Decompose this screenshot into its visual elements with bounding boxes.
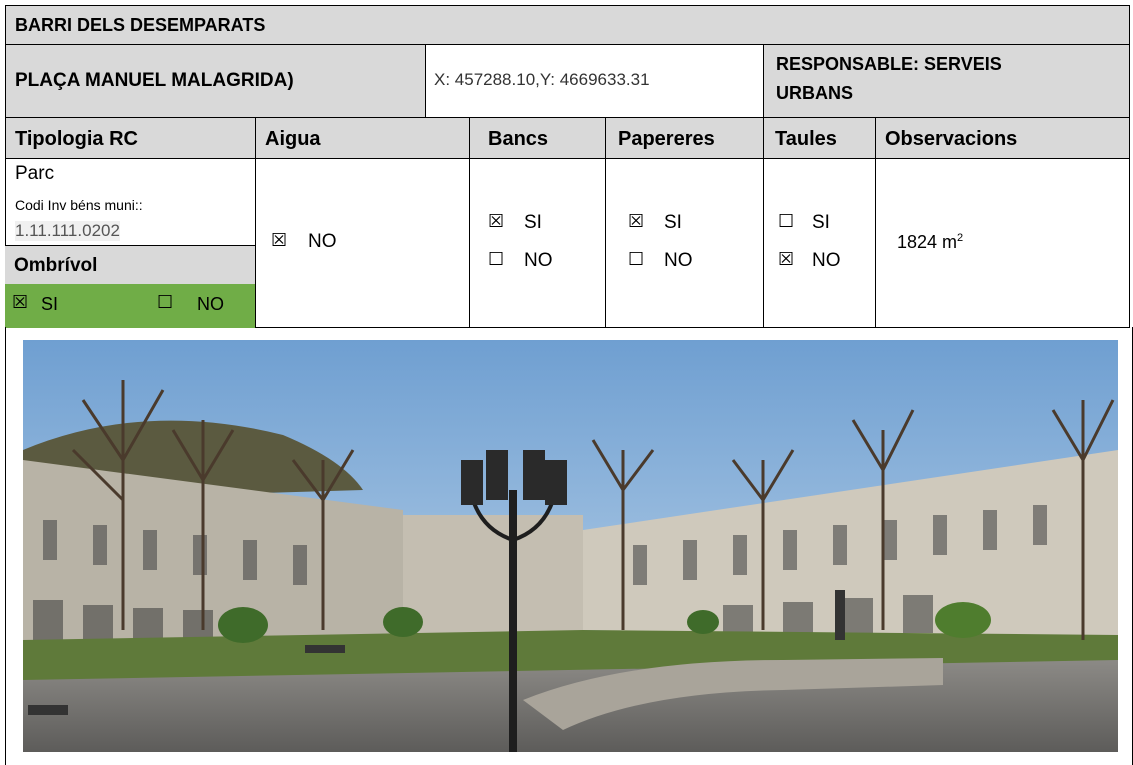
header-tipologia: Tipologia RC <box>5 117 256 159</box>
bancs-no-checkbox-icon[interactable]: ☐ <box>488 249 505 270</box>
aigua-no-checkbox-icon[interactable]: ☒ <box>271 230 288 251</box>
papereres-si-checkbox-icon[interactable]: ☒ <box>628 211 645 232</box>
header-taules: Taules <box>763 117 876 159</box>
papereres-no-label: NO <box>664 250 693 271</box>
tipologia-cell: Parc Codi Inv béns muni:: 1.11.111.0202 … <box>5 158 256 328</box>
plaza-photo <box>23 340 1118 752</box>
taules-si-checkbox-icon[interactable]: ☐ <box>778 211 795 232</box>
lamp-post-icon <box>461 450 567 752</box>
taules-no-label: NO <box>812 250 841 271</box>
taules-cell: ☐ SI ☒ NO <box>763 158 876 328</box>
responsible-line1: RESPONSABLE: SERVEIS <box>776 54 1002 74</box>
location-name-cell: PLAÇA MANUEL MALAGRIDA) <box>5 44 426 118</box>
ombrivol-header: Ombrívol <box>5 245 256 285</box>
ombrivol-no-label: NO <box>197 294 224 314</box>
observacions-area: 1824 m2 <box>897 232 963 253</box>
coordinates: X: 457288.10,Y: 4669633.31 <box>434 70 650 89</box>
codi-value: 1.11.111.0202 <box>15 221 120 241</box>
taules-si-label: SI <box>812 212 830 233</box>
responsible-line2: URBANS <box>776 83 854 103</box>
header-bancs-label: Bancs <box>488 128 549 150</box>
tipologia-value: Parc <box>15 163 55 184</box>
photo-frame <box>5 327 1133 765</box>
title-cell: BARRI DELS DESEMPARATS <box>5 5 1130 45</box>
codi-label: Codi Inv béns muni:: <box>15 197 143 213</box>
ombrivol-si-checkbox-icon[interactable]: ☒ <box>12 292 29 313</box>
bancs-cell: ☒ SI ☐ NO <box>469 158 606 328</box>
bancs-no-label: NO <box>524 250 553 271</box>
bancs-si-checkbox-icon[interactable]: ☒ <box>488 211 505 232</box>
papereres-si-label: SI <box>664 212 682 233</box>
header-observacions: Observacions <box>875 117 1130 159</box>
observacions-cell: 1824 m2 <box>875 158 1130 328</box>
aigua-cell: ☒ NO <box>255 158 470 328</box>
taules-no-checkbox-icon[interactable]: ☒ <box>778 249 795 270</box>
aigua-no-label: NO <box>308 231 337 252</box>
papereres-cell: ☒ SI ☐ NO <box>605 158 764 328</box>
header-papereres: Papereres <box>605 117 764 159</box>
header-aigua: Aigua <box>255 117 470 159</box>
header-aigua-label: Aigua <box>265 128 321 150</box>
responsible-cell: RESPONSABLE: SERVEIS URBANS <box>763 44 1130 118</box>
header-taules-label: Taules <box>775 128 837 150</box>
location-name: PLAÇA MANUEL MALAGRIDA) <box>15 70 294 91</box>
header-tipologia-label: Tipologia RC <box>15 128 138 150</box>
ombrivol-options: ☒ SI ☐ NO <box>5 284 256 328</box>
papereres-no-checkbox-icon[interactable]: ☐ <box>628 249 645 270</box>
area-value: 1824 m <box>897 232 958 252</box>
header-bancs: Bancs <box>469 117 606 159</box>
header-papereres-label: Papereres <box>618 128 715 150</box>
header-observacions-label: Observacions <box>885 128 1018 150</box>
ombrivol-si-label: SI <box>41 294 59 314</box>
ombrivol-no-checkbox-icon[interactable]: ☐ <box>157 292 174 313</box>
page-title: BARRI DELS DESEMPARATS <box>15 15 266 35</box>
ombrivol-label: Ombrívol <box>14 255 98 276</box>
coordinates-cell: X: 457288.10,Y: 4669633.31 <box>425 44 764 118</box>
bancs-si-label: SI <box>524 212 542 233</box>
area-unit-superscript: 2 <box>957 232 964 244</box>
